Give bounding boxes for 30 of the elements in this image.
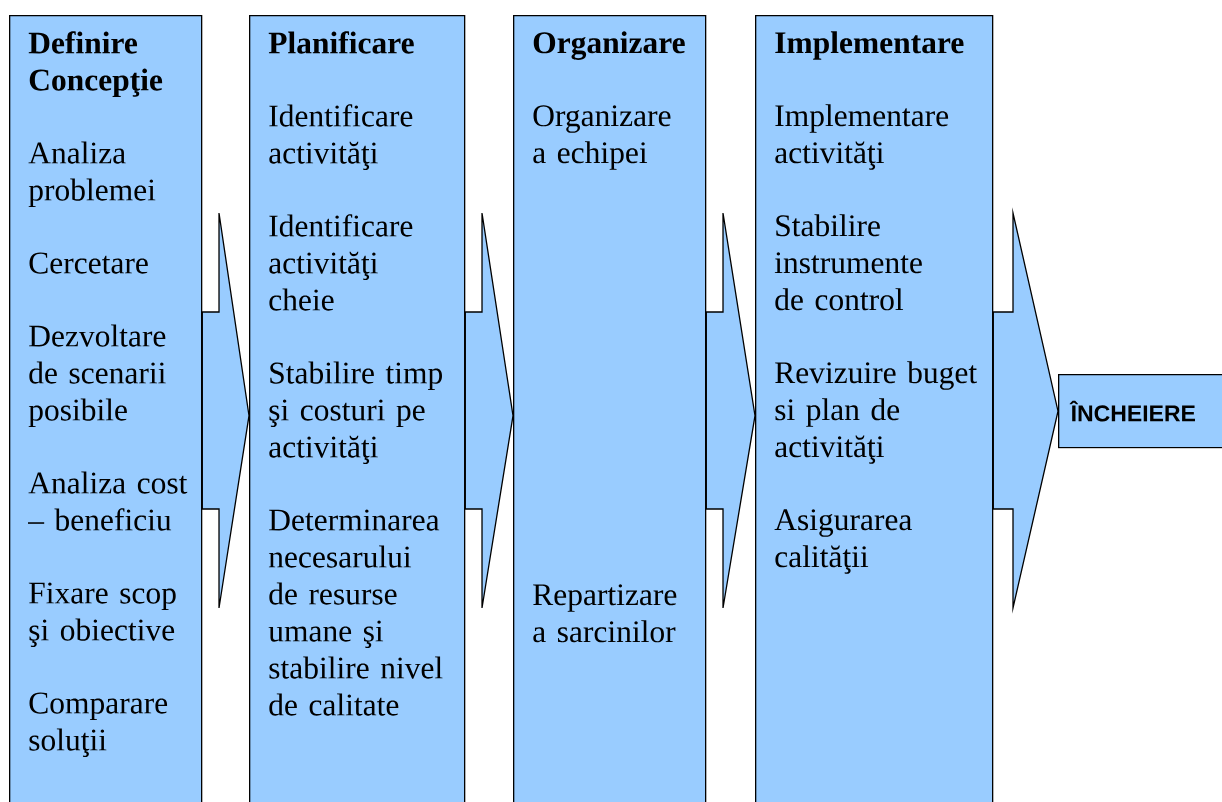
block-arrow: [464, 212, 514, 609]
block-arrow: [201, 212, 250, 609]
activity-text: Identificare activităţi: [269, 104, 413, 171]
activity-text: Organizare a echipei: [533, 105, 671, 170]
block-arrow: [705, 212, 756, 609]
activity-text: Dezvoltare de scenarii posibile: [28, 324, 166, 428]
activity-text: Repartizare a sarcinilor: [533, 584, 677, 643]
activity-text: Determinarea necesarului de resurse umane şi stabilire nivel de calitate: [268, 509, 443, 716]
phase-column: [249, 15, 466, 802]
block-arrow: [992, 207, 1059, 614]
activity-text: Analiza problemei: [28, 141, 156, 208]
phase-column: [9, 15, 203, 802]
end-label: ÎNCHEIERE: [1069, 400, 1195, 422]
column-heading: Organizare: [533, 31, 685, 60]
activity-text: Revizuire buget si plan de activităţi: [775, 361, 977, 464]
activity-text: Implementare activităţi: [775, 104, 949, 170]
column-heading: Definire Concepţie: [28, 31, 163, 98]
activity-text: Stabilire instrumente de control: [774, 214, 922, 311]
activity-text: Identificare activităţi cheie: [269, 214, 413, 311]
phase-column: [513, 15, 707, 802]
activity-text: Comparare soluţii: [29, 692, 168, 758]
phase-column: [755, 15, 994, 802]
activity-text: Asigurarea calităţii: [774, 509, 912, 574]
activity-text: Stabilire timp şi costuri pe activităţi: [269, 361, 442, 465]
activity-text: Fixare scop şi obiective: [29, 582, 176, 648]
activity-text: Cercetare: [29, 252, 148, 274]
end-box: [1058, 374, 1222, 449]
activity-text: Analiza cost – beneficiu: [28, 471, 188, 531]
column-heading: Implementare: [775, 31, 964, 60]
column-heading: Planificare: [268, 31, 414, 54]
